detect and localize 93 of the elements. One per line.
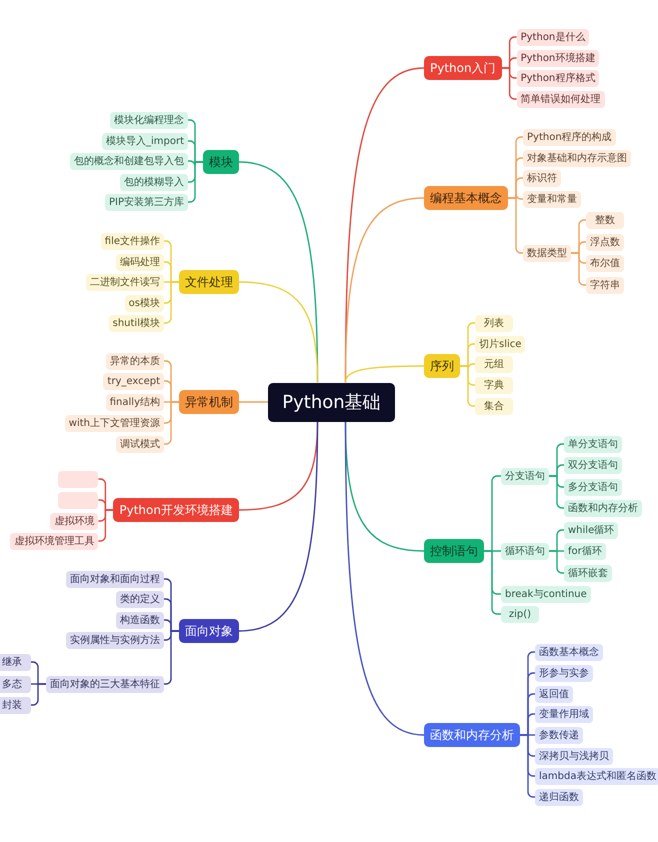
subtopic: 浮点数 — [586, 234, 624, 250]
subtopic: 多分支语句 — [564, 478, 622, 496]
branch-topic: Python开发环境搭建 — [113, 498, 239, 522]
subtopic: 深拷贝与浅拷贝 — [535, 748, 613, 764]
connector-line — [549, 550, 564, 574]
branch-topic: 控制语句 — [424, 539, 484, 563]
subtopic: Python环境搭建 — [516, 50, 600, 66]
subtopic: 虚拟环境 — [50, 512, 98, 530]
connector-line — [344, 365, 424, 383]
subtopic: 面向对象的三大基本特征 — [46, 676, 164, 692]
central-topic: Python基础 — [268, 382, 395, 422]
subtopic: 集合 — [475, 398, 513, 414]
subtopic: 类的定义 — [116, 590, 164, 608]
connector-line — [549, 475, 564, 509]
subtopic: 元组 — [475, 356, 513, 372]
subtopic: 包的概念和创建包导入包 — [70, 152, 188, 170]
subtopic: Python是什么 — [516, 28, 590, 46]
branch-topic: 编程基本概念 — [424, 186, 508, 210]
subtopic: 字典 — [475, 376, 513, 394]
connector-line — [520, 734, 535, 798]
subtopic: 标识符 — [523, 170, 561, 186]
subtopic: 函数和内存分析 — [564, 500, 642, 516]
subtopic: 单分支语句 — [564, 436, 622, 452]
subtopic: 递归函数 — [535, 788, 583, 806]
branch-topic: Python入门 — [424, 56, 502, 80]
subtopic: 简单错误如何处理 — [516, 90, 605, 108]
subtopic: 模块导入_import — [102, 132, 188, 150]
subtopic: 多态 — [0, 676, 31, 692]
branch-topic: 函数和内存分析 — [424, 723, 520, 747]
connector-line — [238, 281, 318, 383]
subtopic: 构造函数 — [116, 612, 164, 628]
subtopic: 面向对象和面向过程 — [66, 570, 164, 588]
subtopic: 对象基础和内存示意图 — [523, 150, 631, 166]
connector-line — [98, 509, 114, 542]
subtopic: 字符串 — [586, 276, 624, 294]
connector-line — [344, 197, 424, 382]
subtopic: 模块化编程理念 — [110, 112, 188, 128]
subtopic: 函数基本概念 — [535, 644, 603, 660]
branch-topic: 异常机制 — [179, 390, 239, 414]
branch-topic: 文件处理 — [179, 270, 239, 294]
subtopic: 编码处理 — [116, 254, 164, 270]
subtopic: 异常的本质 — [106, 352, 164, 370]
subtopic: 返回值 — [535, 686, 573, 702]
connector-line — [31, 683, 46, 706]
subtopic: 虚拟环境管理工具 — [10, 532, 98, 550]
subtopic: 布尔值 — [586, 254, 624, 272]
subtopic: 整数 — [586, 212, 624, 228]
subtopic: 包的模糊导入 — [120, 174, 188, 190]
subtopic: lambda表达式和匿名函数 — [535, 768, 658, 784]
subtopic: PIP安装第三方库 — [104, 194, 188, 210]
connector-line — [239, 401, 268, 403]
subtopic: 循环嵌套 — [564, 564, 612, 582]
subtopic: finally结构 — [106, 394, 164, 410]
subtopic: 实例属性与实例方法 — [66, 632, 164, 648]
connector-line — [188, 161, 203, 203]
branch-topic: 面向对象 — [179, 619, 239, 643]
connector-line — [460, 365, 475, 407]
subtopic: 调试模式 — [116, 436, 164, 452]
subtopic: for循环 — [564, 542, 606, 560]
subtopic: 列表 — [475, 314, 513, 332]
subtopic: 二进制文件读写 — [86, 274, 164, 290]
subtopic: 数据类型 — [523, 244, 571, 262]
subtopic: 切片slice — [475, 336, 526, 352]
branch-topic: 模块 — [203, 150, 239, 174]
subtopic: break与continue — [501, 586, 591, 602]
empty-subtopic-box — [58, 492, 98, 508]
connector-line — [164, 401, 179, 445]
subtopic: shutil模块 — [108, 314, 164, 332]
subtopic: 封装 — [0, 696, 31, 714]
connector-line — [502, 67, 517, 100]
subtopic: 双分支语句 — [564, 456, 622, 474]
connector-line — [571, 252, 586, 286]
subtopic: 变量作用域 — [535, 706, 593, 722]
subtopic: while循环 — [564, 522, 618, 538]
connector-line — [484, 550, 501, 615]
subtopic: 分支语句 — [501, 468, 549, 484]
connector-line — [344, 422, 424, 736]
subtopic: os模块 — [124, 294, 164, 312]
empty-subtopic-box — [58, 470, 98, 488]
subtopic: 循环语句 — [501, 542, 549, 560]
subtopic: 变量和常量 — [523, 190, 581, 208]
connector-line — [238, 422, 318, 632]
subtopic: Python程序的构成 — [523, 128, 616, 146]
subtopic: 形参与实参 — [535, 664, 593, 682]
subtopic: with上下文管理资源 — [64, 414, 164, 432]
subtopic: 参数传递 — [535, 726, 583, 744]
subtopic: 继承 — [0, 654, 31, 670]
subtopic: zip() — [501, 606, 539, 622]
subtopic: file文件操作 — [100, 232, 164, 250]
branch-topic: 序列 — [424, 354, 460, 378]
subtopic: Python程序格式 — [516, 70, 600, 86]
subtopic: try_except — [103, 372, 164, 390]
connector-line — [164, 281, 179, 324]
